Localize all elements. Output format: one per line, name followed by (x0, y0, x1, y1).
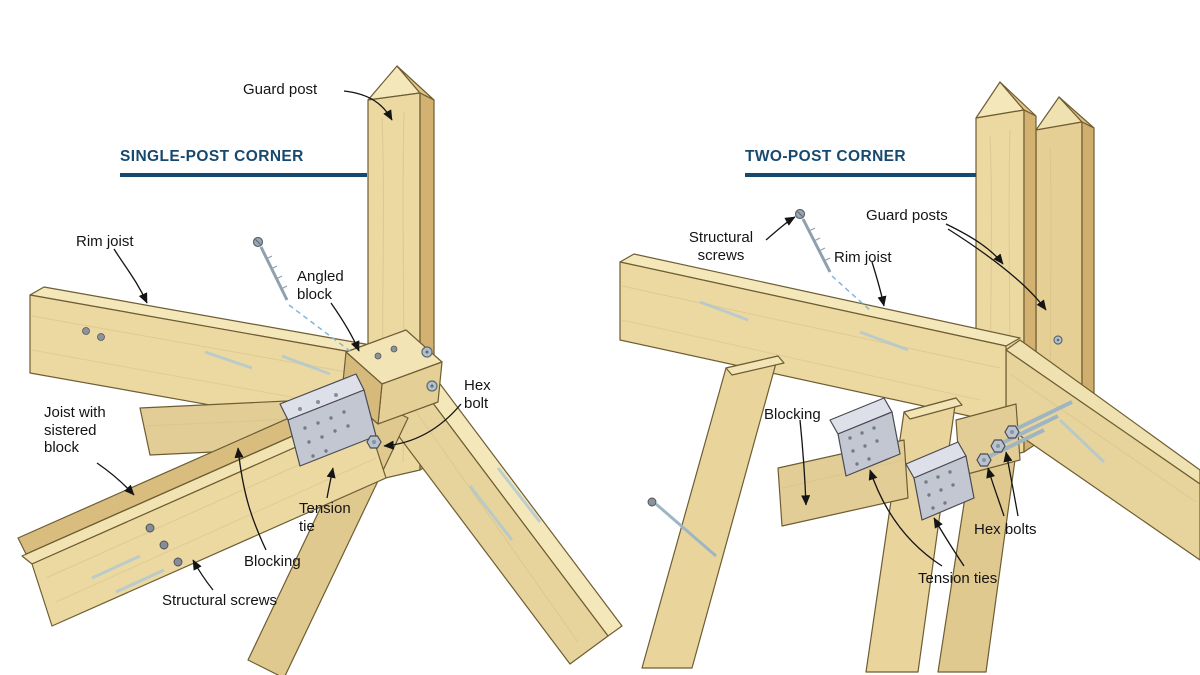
structural-screw-right (794, 208, 873, 313)
leader-blocking (234, 447, 267, 551)
angled-block-label: Angled block (297, 268, 344, 303)
rim-joist-return-right (1005, 339, 1200, 561)
tension-tie-2 (905, 441, 975, 521)
hex-bolt-label: Hex bolt (464, 377, 491, 412)
blocking-label: Blocking (244, 553, 301, 570)
leader-hex-bolt-2 (1003, 451, 1019, 517)
leader-rim-joist (113, 248, 148, 304)
leader-blocking-right (799, 419, 811, 506)
structural-screws-label: Structural screws (162, 592, 278, 609)
leader-angled-block (330, 302, 360, 352)
leader-structural-screws-right (765, 216, 796, 241)
hex-bolt (366, 435, 382, 449)
leader-tension-tie (326, 467, 336, 499)
tension-tie-1-holes (848, 426, 879, 466)
post-bolt-heads (421, 346, 438, 392)
rim-joist-label-right: Rim joist (834, 249, 892, 266)
angled-block (341, 329, 443, 425)
sister-screw-heads (145, 523, 183, 567)
right-leader-arrows (765, 216, 1047, 567)
leader-joist-sistered (96, 462, 135, 496)
leader-hex-bolt-1 (986, 467, 1005, 517)
guard-posts-label: Guard posts (866, 207, 948, 224)
two-post-corner-title: TWO-POST CORNER (745, 148, 976, 177)
tension-tie-holes (303, 410, 350, 458)
hex-bolts-label: Hex bolts (974, 521, 1037, 538)
tension-tie-1 (829, 397, 901, 477)
joist-a (641, 355, 785, 669)
blocking-label-right: Blocking (764, 406, 821, 423)
hex-bolts (976, 400, 1073, 467)
joist-with-sistered-block (17, 389, 387, 627)
joist-with-sistered-block-label: Joist with sistered block (44, 404, 106, 457)
leader-tension-tie-2 (933, 517, 965, 567)
leader-guard-post (343, 90, 393, 121)
structural-screws-label-right: Structural screws (688, 229, 754, 264)
rim-joist (29, 286, 383, 434)
leader-hex-bolt (383, 403, 462, 450)
guard-post-label: Guard post (243, 81, 318, 98)
left-leader-arrows (96, 90, 462, 591)
tension-tie-2-holes (924, 470, 955, 510)
leader-guard-post-1 (945, 223, 1004, 265)
tension-ties-label: Tension ties (918, 570, 998, 587)
screw-guide-dashed-line (288, 304, 351, 352)
leader-structural-screws (192, 559, 214, 591)
single-post-illustration (17, 65, 623, 675)
structural-screw (252, 236, 351, 352)
leader-guard-post-2 (947, 228, 1047, 311)
rim-joist-label: Rim joist (76, 233, 134, 250)
leader-rim-joist-right (871, 261, 887, 307)
tension-tie (279, 373, 377, 467)
rim-joist-return (363, 351, 623, 665)
leader-tension-tie-1 (868, 469, 943, 567)
tension-tie-nails (298, 393, 338, 411)
tension-tie-label: Tension tie (299, 500, 351, 535)
rim-joist-right (619, 253, 1021, 425)
two-post-illustration (619, 81, 1200, 673)
single-post-corner-title: SINGLE-POST CORNER (120, 148, 367, 177)
